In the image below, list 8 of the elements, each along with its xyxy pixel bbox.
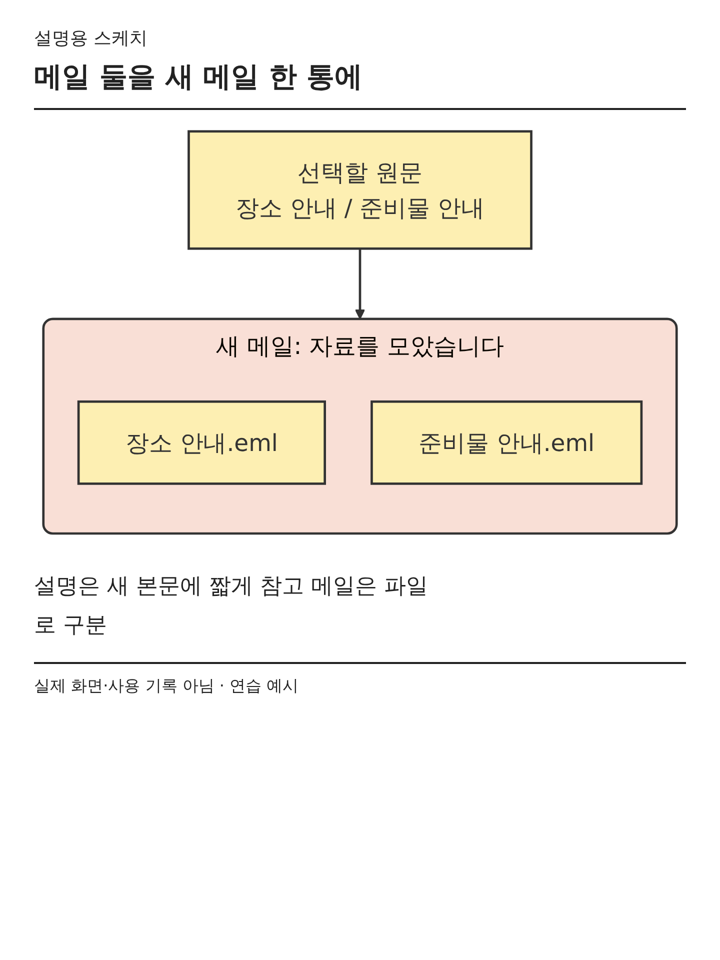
arrow <box>354 248 366 320</box>
file-box: 준비물 안내.eml <box>370 400 643 485</box>
diagram-title: 메일 둘을 새 메일 한 통에 <box>34 58 686 110</box>
subtitle-text: 설명용 스케치 <box>34 27 149 50</box>
footer-note: 실제 화면·사용 기록 아님 · 연습 예시 <box>34 662 686 698</box>
note-text: 설명은 새 본문에 짧게 참고 메일은 파일로 구분 <box>34 572 429 640</box>
file-box: 장소 안내.eml <box>77 400 326 485</box>
source-box: 선택할 원문 장소 안내 / 준비물 안내 <box>188 130 532 250</box>
